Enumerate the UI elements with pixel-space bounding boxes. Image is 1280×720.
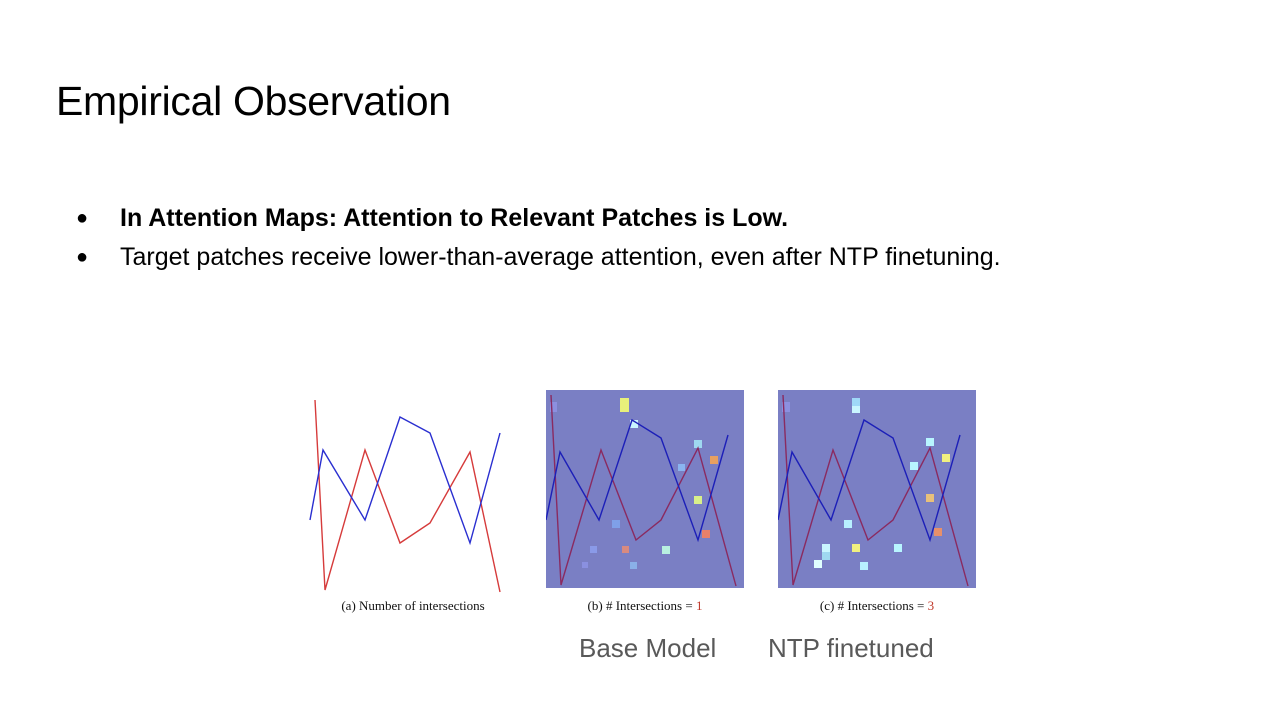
caption-b-text: (b) # Intersections = [587, 598, 696, 613]
blue-polyline [546, 418, 729, 543]
red-polyline [314, 399, 501, 593]
blue-polyline [309, 415, 501, 546]
caption-c-text: (c) # Intersections = [819, 598, 928, 613]
attention-background [778, 390, 976, 588]
red-polyline [782, 394, 969, 587]
caption-c-number: 3 [927, 598, 935, 613]
ntp-finetuned-attention-map [778, 390, 976, 588]
red-polyline [550, 394, 737, 587]
blue-polyline [778, 418, 961, 543]
bullet-item: ● In Attention Maps: Attention to Releva… [74, 200, 1001, 239]
bullet-list: ● In Attention Maps: Attention to Releva… [74, 200, 1001, 278]
attention-background [546, 390, 744, 588]
attention-patches [782, 398, 950, 570]
caption-a: (a) Number of intersections [305, 598, 521, 614]
slide-title: Empirical Observation [56, 78, 451, 124]
caption-b-number: 1 [695, 598, 703, 613]
bullet-text: In Attention Maps: Attention to Relevant… [120, 204, 789, 232]
bullet-text: Target patches receive lower-than-averag… [120, 243, 1001, 271]
attention-patches [550, 398, 718, 569]
bullet-item: ● Target patches receive lower-than-aver… [74, 239, 1001, 278]
bullet-dot: ● [76, 207, 89, 229]
caption-a-text: (a) Number of intersections [341, 598, 485, 613]
base-model-label: Base Model [579, 633, 717, 663]
intersection-lines-figure [309, 399, 501, 593]
bullet-dot: ● [76, 246, 89, 268]
caption-b: (b) # Intersections = 1 [546, 598, 744, 614]
base-model-attention-map [546, 390, 744, 588]
caption-c: (c) # Intersections = 3 [778, 598, 976, 614]
ntp-finetuned-label: NTP finetuned [768, 633, 934, 663]
